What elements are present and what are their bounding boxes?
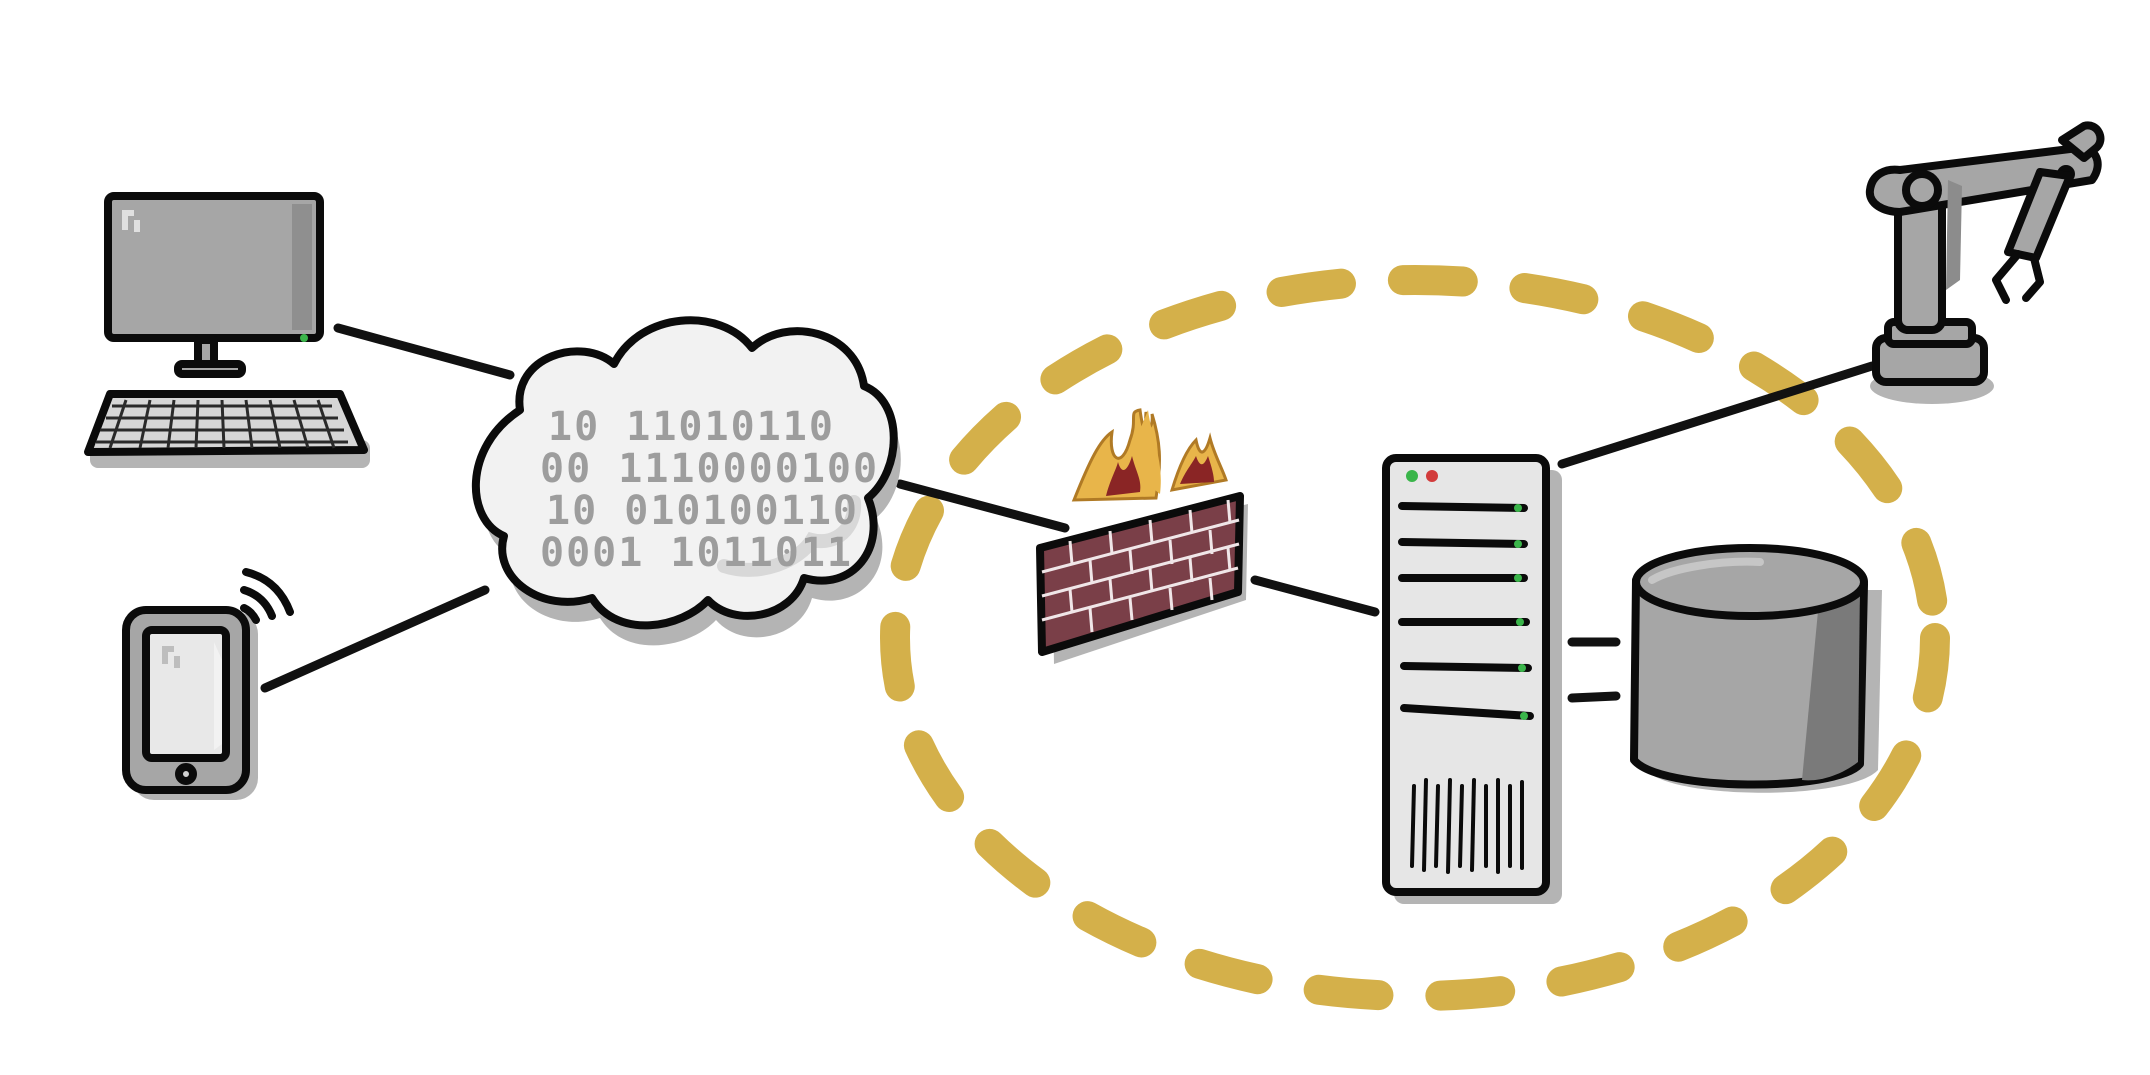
link-server-database-2 [1567, 691, 1621, 703]
link-firewall-server [1250, 575, 1380, 617]
link-phone-cloud [260, 585, 490, 693]
cloud-bits-row-2: 00 1110000100 [540, 446, 879, 492]
database-cylinder-icon [1630, 544, 1882, 793]
server-led-red [1426, 470, 1438, 482]
cloud-bits-row-3: 10 010100110 [546, 488, 859, 534]
link-desktop-cloud [333, 323, 515, 380]
secure-perimeter [880, 265, 1950, 1011]
binary-cloud-icon: 10 11010110 00 1110000100 10 010100110 0… [472, 316, 901, 646]
smartphone-wireless-icon [122, 568, 294, 800]
link-cloud-firewall [895, 479, 1070, 533]
industrial-robot-arm-icon [1865, 121, 2105, 404]
cloud-bits-row-1: 10 11010110 [548, 404, 835, 450]
cloud-bits-row-4: 0001 1011011 [540, 530, 853, 576]
burning-brick-wall-icon [1036, 408, 1248, 664]
desktop-computer-icon [84, 192, 370, 468]
link-server-robot [1557, 361, 1877, 469]
connections [260, 323, 1877, 703]
tower-server-icon [1382, 454, 1562, 904]
server-led-green [1406, 470, 1418, 482]
